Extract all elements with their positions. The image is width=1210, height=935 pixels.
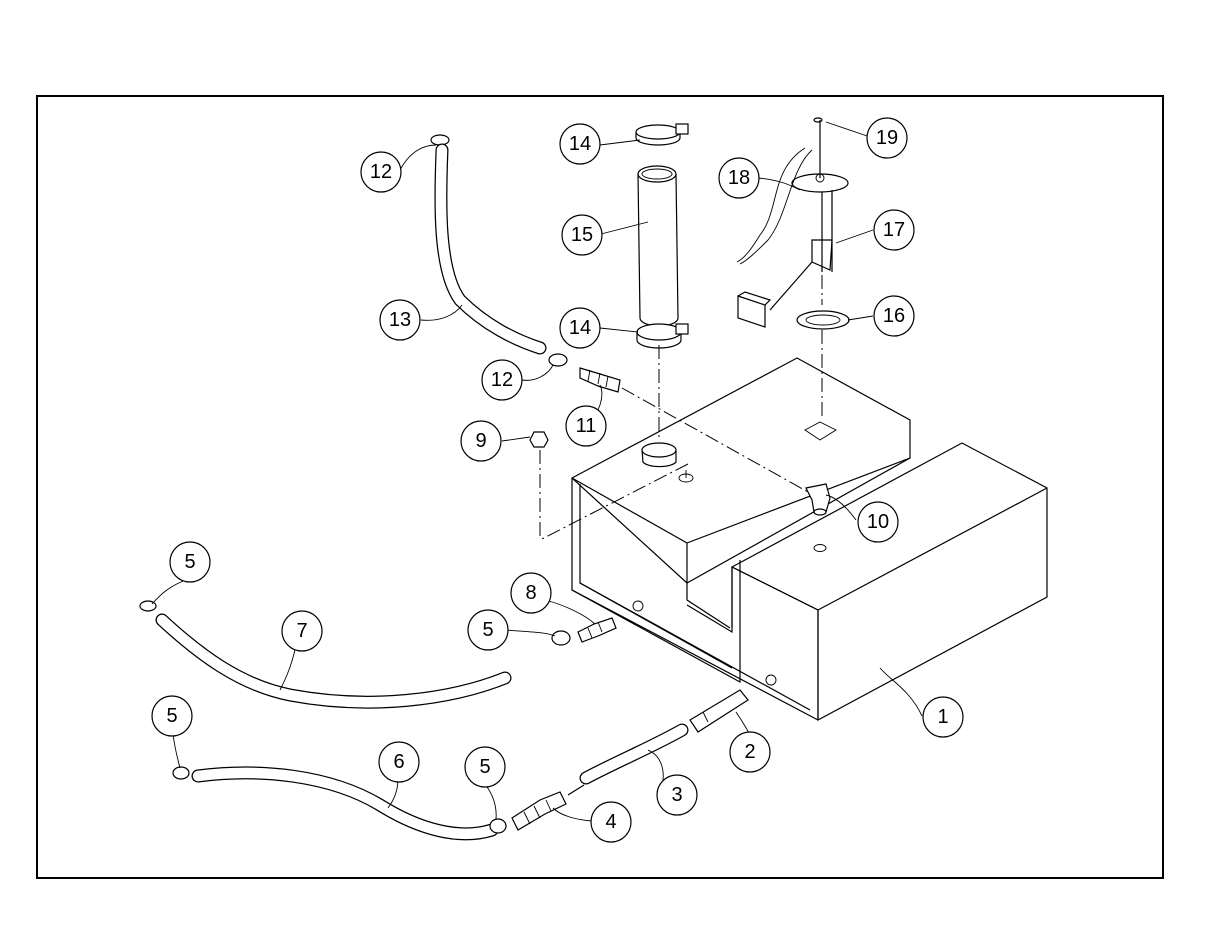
- svg-text:14: 14: [569, 133, 591, 155]
- callout-5-hose6-end: 5: [151, 695, 193, 737]
- callout-15: 15: [561, 214, 603, 256]
- svg-text:2: 2: [744, 741, 755, 763]
- callout-5-hose7-end: 5: [169, 541, 211, 583]
- svg-text:9: 9: [475, 430, 486, 452]
- callout-4: 4: [590, 801, 632, 843]
- callout-8: 8: [510, 572, 552, 614]
- callout-1: 1: [922, 696, 964, 738]
- supply-hose-assembly: [172, 689, 749, 841]
- callout-5-hose6-tank: 5: [464, 746, 506, 788]
- elbow-fitting: [805, 483, 831, 516]
- svg-text:5: 5: [479, 756, 490, 778]
- svg-text:16: 16: [883, 305, 905, 327]
- callout-18: 18: [718, 157, 760, 199]
- callout-14-lower: 14: [559, 307, 601, 349]
- svg-text:8: 8: [525, 582, 536, 604]
- svg-text:12: 12: [370, 161, 392, 183]
- svg-text:3: 3: [671, 784, 682, 806]
- vent-hose-assembly: [430, 134, 809, 493]
- svg-text:7: 7: [296, 620, 307, 642]
- svg-text:19: 19: [876, 127, 898, 149]
- svg-text:14: 14: [569, 317, 591, 339]
- return-hose-assembly: [139, 600, 617, 709]
- callout-9: 9: [460, 420, 502, 462]
- callout-13: 13: [379, 299, 421, 341]
- callout-6: 6: [378, 741, 420, 783]
- callout-3: 3: [656, 774, 698, 816]
- sending-unit-assembly: [736, 117, 850, 420]
- svg-text:10: 10: [867, 511, 889, 533]
- callout-19: 19: [866, 117, 908, 159]
- svg-text:11: 11: [576, 415, 597, 437]
- callout-14-upper: 14: [559, 123, 601, 165]
- callout-7: 7: [281, 610, 323, 652]
- svg-text:1: 1: [937, 706, 948, 728]
- svg-text:13: 13: [389, 309, 411, 331]
- fuel-tank: [570, 357, 1048, 722]
- svg-text:5: 5: [166, 705, 177, 727]
- svg-text:4: 4: [605, 811, 616, 833]
- callout-12-upper: 12: [360, 151, 402, 193]
- callout-16: 16: [873, 295, 915, 337]
- leader-lines: [151, 121, 923, 822]
- callout-10: 10: [857, 501, 899, 543]
- svg-text:18: 18: [728, 167, 750, 189]
- svg-text:5: 5: [184, 551, 195, 573]
- callout-2: 2: [729, 731, 771, 773]
- svg-text:12: 12: [491, 369, 513, 391]
- svg-text:6: 6: [393, 751, 404, 773]
- callout-11: 11: [565, 405, 607, 447]
- svg-text:5: 5: [482, 619, 493, 641]
- svg-text:15: 15: [571, 224, 593, 246]
- filler-neck-assembly: [539, 123, 689, 541]
- svg-text:17: 17: [883, 219, 905, 241]
- callout-5-hose7-tank: 5: [467, 609, 509, 651]
- diagram-frame: [36, 95, 1164, 879]
- nut: [529, 431, 549, 540]
- callout-17: 17: [873, 209, 915, 251]
- callout-12-lower: 12: [481, 359, 523, 401]
